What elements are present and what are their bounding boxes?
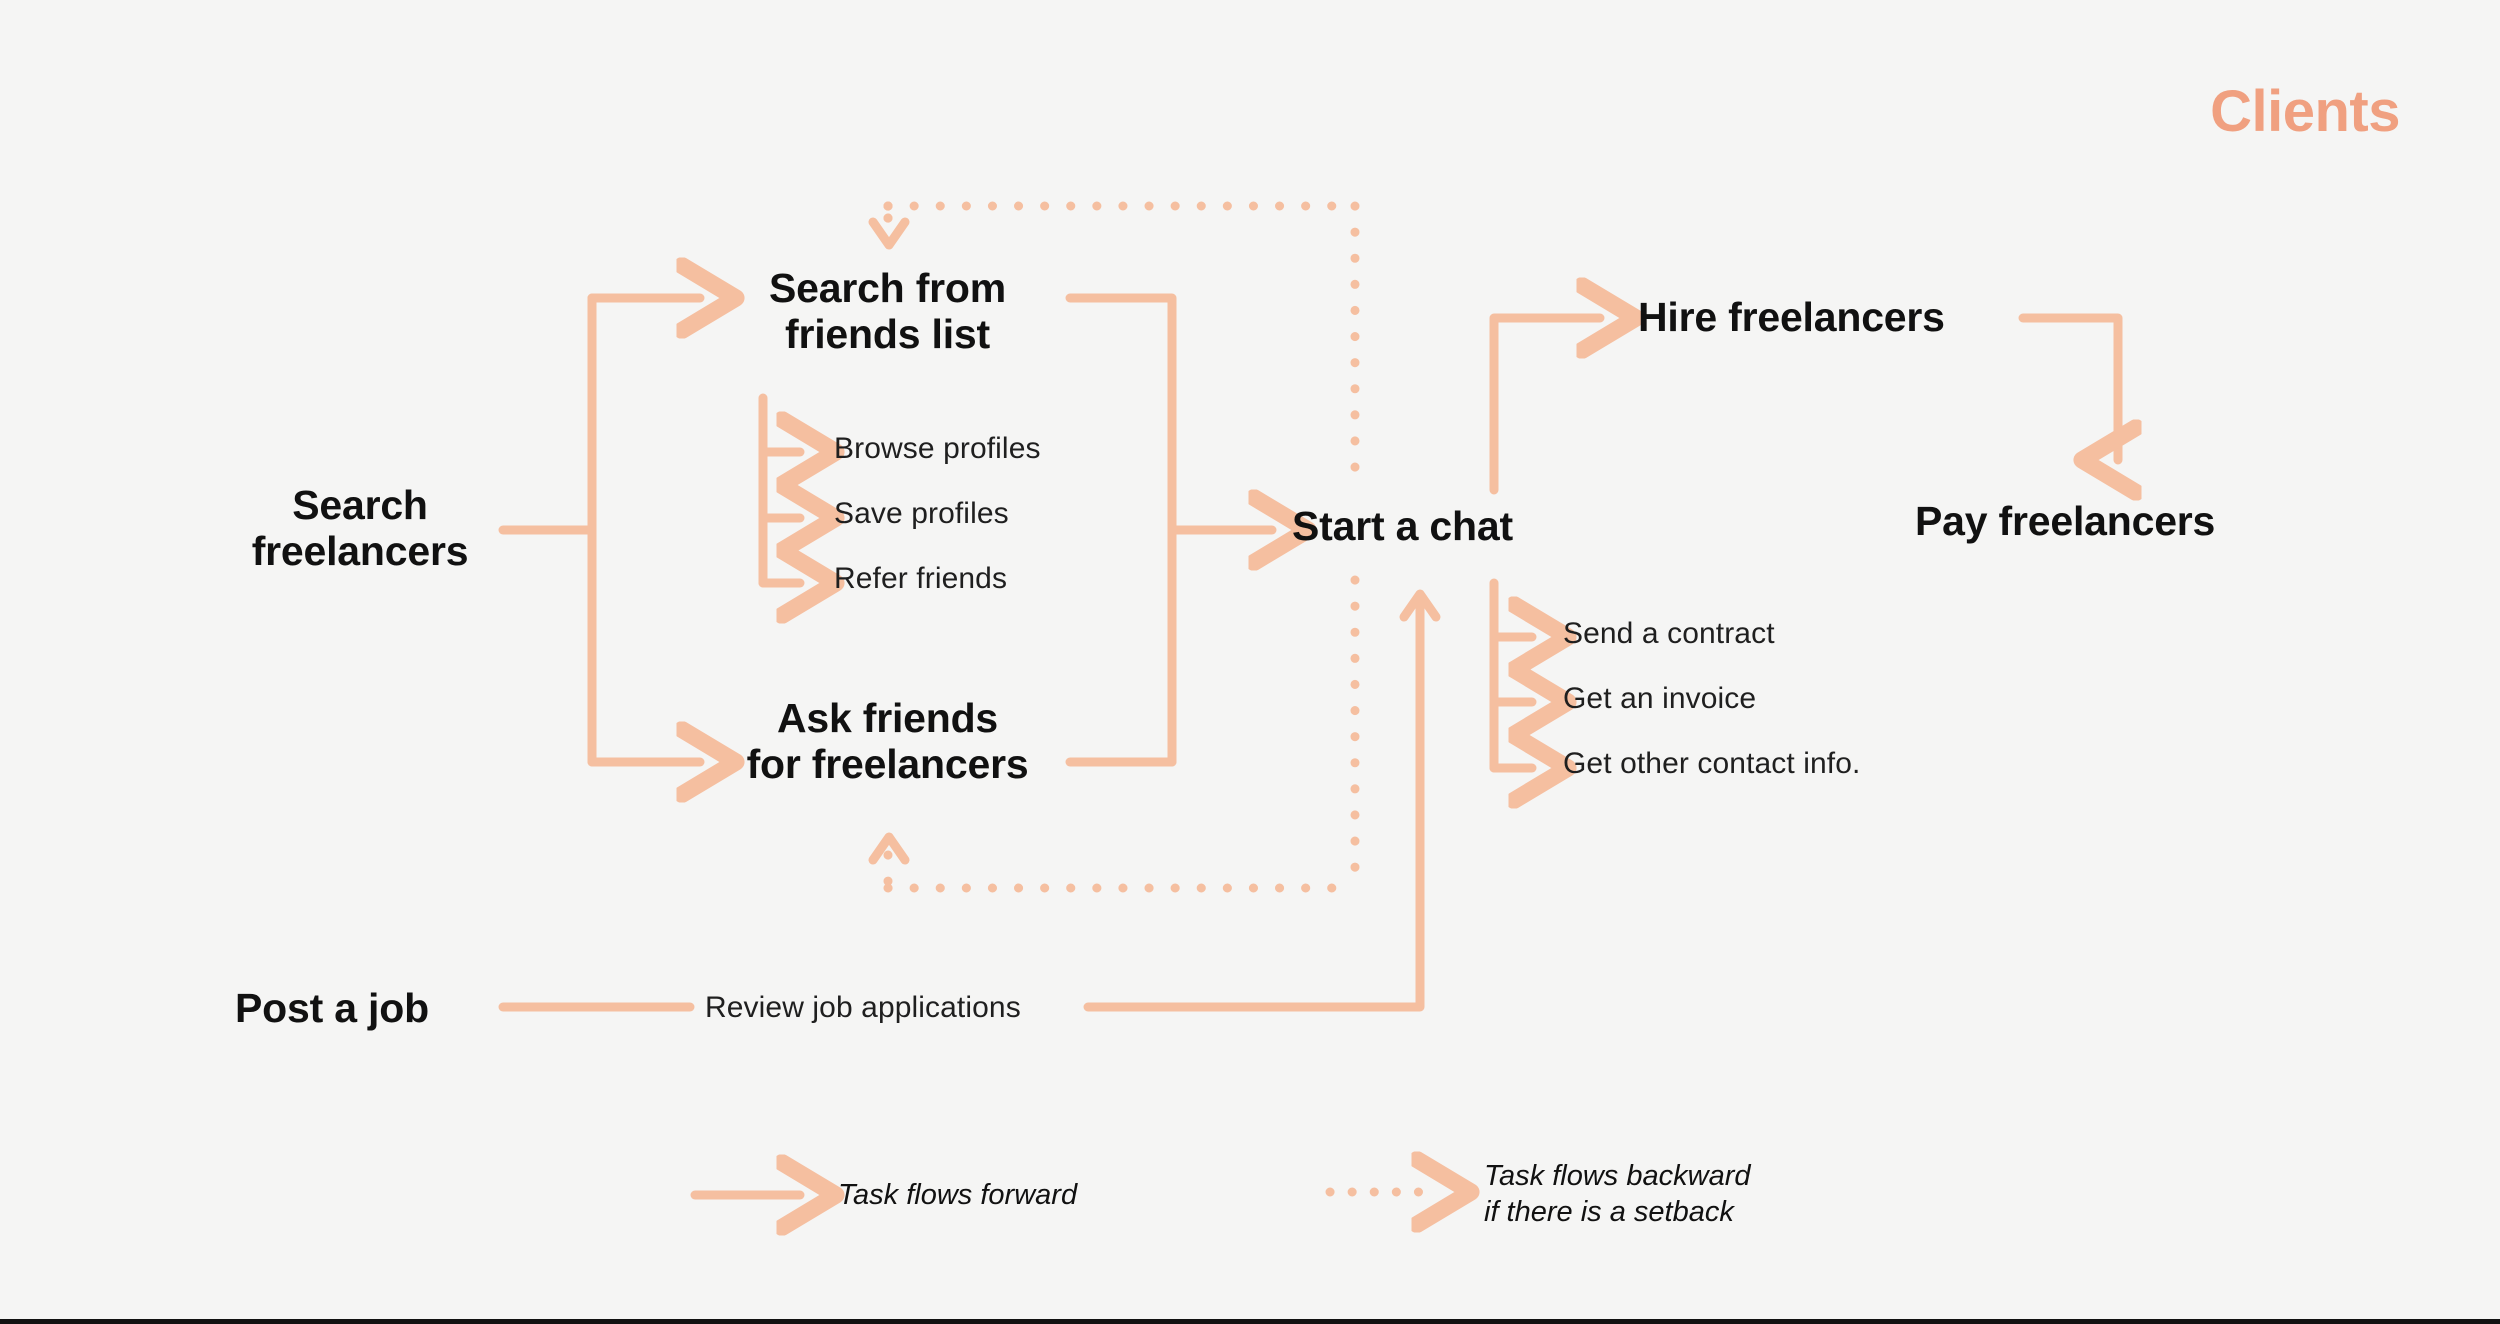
node-search-freelancers[interactable]: Search freelancers — [251, 482, 469, 575]
node-hire-freelancers[interactable]: Hire freelancers — [1638, 294, 1945, 340]
arrowhead-up-start-chat — [1399, 589, 1441, 622]
node-review-job-applications[interactable]: Review job applications — [705, 991, 1021, 1024]
subtask-save-profiles[interactable]: Save profiles — [834, 497, 1009, 530]
arrowhead-down-backward-top — [868, 217, 910, 250]
edge-hire-to-pay — [2018, 313, 2118, 460]
node-pay-freelancers[interactable]: Pay freelancers — [1915, 498, 2216, 544]
node-search-from-friends-list[interactable]: Search from friends list — [768, 265, 1007, 358]
edge-merge-upper — [1065, 293, 1177, 767]
legend-forward-label: Task flows forward — [838, 1179, 1078, 1211]
arrowhead-up-backward-bottom — [868, 832, 910, 865]
subtask-browse-profiles[interactable]: Browse profiles — [834, 432, 1041, 465]
subtask-get-an-invoice[interactable]: Get an invoice — [1563, 682, 1757, 715]
subtask-get-other-contact-info[interactable]: Get other contact info. — [1563, 747, 1861, 780]
legend-backward-label: Task flows backward if there is a setbac… — [1484, 1160, 1751, 1229]
page-title: Clients — [2210, 79, 2400, 144]
node-ask-friends-for-freelancers[interactable]: Ask friends for freelancers — [746, 695, 1029, 788]
subtask-send-a-contract[interactable]: Send a contract — [1563, 617, 1775, 650]
edge-chat-to-hire — [1489, 318, 1600, 495]
node-post-a-job[interactable]: Post a job — [235, 985, 429, 1031]
subtask-refer-friends[interactable]: Refer friends — [834, 562, 1008, 595]
edge-review-to-chat — [1083, 595, 1425, 1012]
node-start-a-chat[interactable]: Start a chat — [1292, 503, 1513, 549]
